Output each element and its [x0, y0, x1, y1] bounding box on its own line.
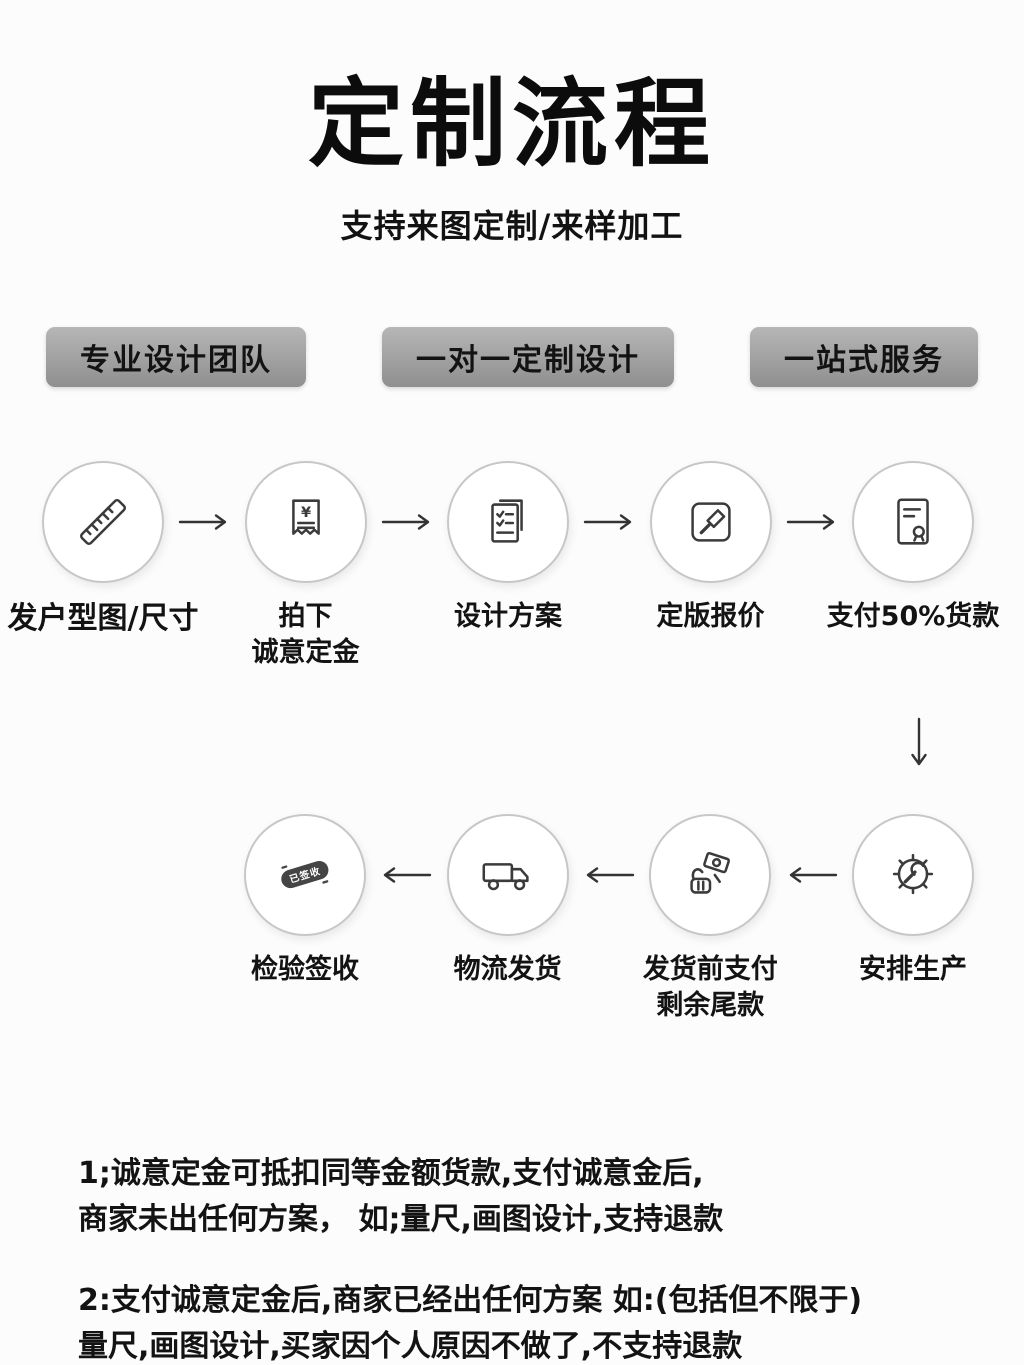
- arrow-right-icon: [785, 513, 839, 535]
- badge-one-on-one-design: 一对一定制设计: [382, 327, 674, 387]
- step-logistics-ship: 物流发货: [446, 813, 569, 988]
- arrow-right-icon: [582, 513, 636, 535]
- step-label: 物流发货: [453, 953, 562, 985]
- truck-icon: [482, 862, 529, 891]
- step-pay-balance: 发货前支付 剩余尾款: [643, 813, 778, 1025]
- step-pay-50-percent: 支付50%货款: [827, 461, 999, 635]
- signed-stamp-icon: 已签收: [281, 860, 329, 889]
- gavel-icon: [690, 502, 731, 542]
- step-circle: [851, 813, 974, 936]
- step-label: 拍下 诚意定金: [251, 601, 360, 669]
- note-deposit-nonrefundable: 2:支付诚意定金后,商家已经出任何方案 如:(包括但不限于) 量尺,画图设计,买…: [78, 1282, 863, 1365]
- feature-badges: 专业设计团队 一对一定制设计 一站式服务: [0, 327, 1024, 387]
- step-label: 支付50%货款: [826, 601, 1000, 632]
- step-label: 发户型图/尺寸: [7, 601, 199, 636]
- step-label: 定版报价: [656, 601, 765, 632]
- contract-seal-icon: [897, 498, 929, 545]
- step-circle: 已签收: [244, 813, 366, 936]
- step-circle: [447, 461, 569, 583]
- step-label: 设计方案: [454, 601, 562, 632]
- step-label: 发货前支付 剩余尾款: [642, 953, 778, 1022]
- arrow-right-icon: [177, 513, 231, 535]
- step-circle: [649, 461, 772, 583]
- deposit-notes: 1;诚意定金可抵扣同等金额货款,支付诚意金后, 商家未出任何方案， 如;量尺,画…: [0, 1151, 1024, 1365]
- badge-design-team: 专业设计团队: [46, 327, 306, 387]
- flow-connector: [0, 716, 1024, 774]
- arrow-right-icon: [380, 513, 434, 535]
- arrow-down-icon: [910, 716, 928, 774]
- flow-bottom-row: 已签收 检验签收: [0, 813, 1024, 1025]
- step-design-plan: 设计方案: [447, 461, 569, 635]
- step-finalize-quote: 定版报价: [649, 461, 772, 635]
- flow-top-row: 发户型图/尺寸 ¥ 拍下: [0, 461, 1024, 672]
- note-deposit-refundable: 1;诚意定金可抵扣同等金额货款,支付诚意金后, 商家未出任何方案， 如;量尺,画…: [78, 1155, 724, 1238]
- arrow-left-icon: [785, 866, 839, 888]
- step-label: 安排生产: [858, 953, 967, 985]
- page-subtitle: 支持来图定制/来样加工: [340, 207, 684, 245]
- step-send-floorplan: 发户型图/尺寸: [8, 461, 198, 640]
- step-circle: ¥: [244, 461, 367, 583]
- ruler-icon: [79, 498, 127, 546]
- hand-payment-icon: [690, 851, 731, 894]
- step-circle: [649, 813, 772, 936]
- deposit-receipt-icon: ¥: [291, 499, 320, 535]
- page-title: 定制流程: [308, 68, 716, 180]
- gear-wrench-icon: [892, 853, 934, 895]
- arrow-left-icon: [379, 866, 433, 888]
- step-arrange-production: 安排生产: [851, 813, 974, 988]
- badge-one-stop-service: 一站式服务: [750, 327, 978, 387]
- yuan-symbol: ¥: [300, 505, 310, 521]
- step-circle: [852, 461, 974, 583]
- step-circle: [42, 461, 164, 583]
- step-pay-deposit: ¥ 拍下 诚意定金: [244, 461, 367, 672]
- step-inspect-sign: 已签收 检验签收: [244, 813, 366, 988]
- design-plan-icon: [491, 499, 523, 543]
- arrow-left-icon: [582, 866, 636, 888]
- step-label: 检验签收: [251, 953, 359, 985]
- step-circle: [446, 813, 569, 936]
